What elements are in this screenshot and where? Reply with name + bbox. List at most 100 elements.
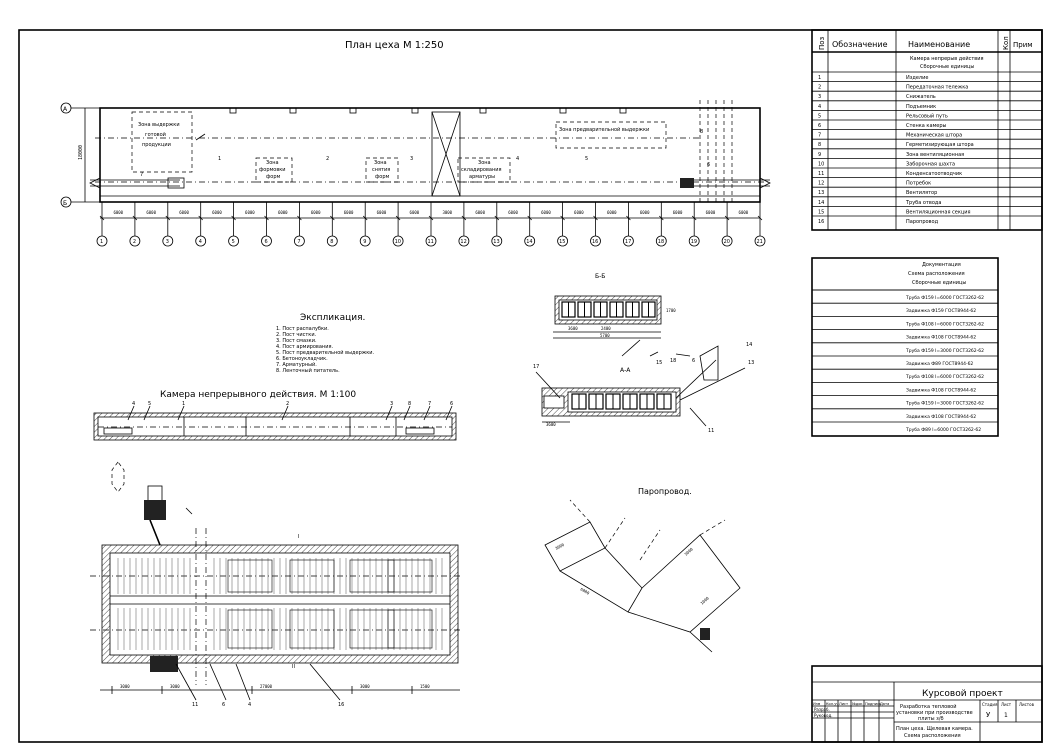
spec-name: Изделие <box>906 75 928 81</box>
section-aa-label: А-А <box>620 367 631 374</box>
axis-label-8: 8 <box>330 239 333 245</box>
axis-marker-13 <box>491 235 503 247</box>
spec-name: Механическая штора <box>906 133 962 139</box>
camera-leader-6: 6 <box>222 702 225 708</box>
camera-label-4: 4 <box>132 401 135 407</box>
camera-label-6: 6 <box>450 401 453 407</box>
spec-header-pos: Поз <box>818 36 826 50</box>
spec-header-oboz: Обозначение <box>832 40 888 49</box>
tb-col-header: Лист <box>839 702 848 706</box>
desc-line2: установки при производстве <box>896 710 973 716</box>
spec-name: Труба отвода <box>905 200 941 206</box>
camera-label-7: 7 <box>428 401 431 407</box>
zone-rebar-storage <box>457 157 511 183</box>
spec-pos: 11 <box>818 171 824 177</box>
spec-name: Подъемник <box>906 104 936 110</box>
role-lead: Руковод. <box>814 713 832 718</box>
axis-marker-4 <box>195 235 207 247</box>
plan-leader-2: 2 <box>326 156 329 162</box>
camera-title: Камера непрерывного действия. М 1:100 <box>160 390 356 400</box>
docs-title: Документация <box>922 262 961 268</box>
axis-label-19: 19 <box>691 239 697 245</box>
list-value: 1 <box>1004 712 1008 719</box>
role-dev: Разраб. <box>814 707 830 712</box>
spec-pos: 10 <box>818 161 824 167</box>
stage-header: Стадия <box>982 702 998 707</box>
bb-dim-4: 1700 <box>666 308 676 313</box>
zone2-line1: Зона <box>266 160 279 166</box>
list-header: Лист <box>1001 702 1012 707</box>
axis-marker-9 <box>359 235 371 247</box>
tb-col-header: №док <box>852 702 863 706</box>
camera-dim: 3000 <box>170 684 180 689</box>
docs-subtitle: Схема расположения <box>908 271 965 277</box>
bay-dim: 3000 <box>442 210 452 215</box>
sheet-title-line1: План цеха. Щелевая камера. <box>896 726 973 732</box>
cross-sections: Б-Б 3600 2400 5700 1700 А-А 15 18 6 14 1… <box>533 273 754 434</box>
title-block: Курсовой проект Разработка тепловой уста… <box>811 665 1043 743</box>
camera-dim: 3000 <box>120 684 130 689</box>
zone3-line1: Зона <box>374 160 387 166</box>
spec-name: Зона вентиляционная <box>906 152 964 158</box>
axis-marker-16 <box>590 235 601 247</box>
bay-dim: 6000 <box>278 210 288 215</box>
spec-pos: 13 <box>818 190 824 196</box>
doc-row: Задвижка Ф89 ГОСТ8944-62 <box>906 361 973 367</box>
spec-name: Вентилятор <box>906 190 937 196</box>
explication-item: 6. Бетоноукладчик. <box>276 356 328 362</box>
zone1-line1: Зона выдержки <box>138 122 180 128</box>
doc-row: Задвижка Ф159 ГОСТ8944-62 <box>906 308 976 314</box>
condensate-unit <box>150 656 178 672</box>
plan-leader-6: 6 <box>707 162 710 168</box>
row-label-b: Б <box>63 200 67 207</box>
sec-label-11: 11 <box>708 428 714 434</box>
sec-label-14: 14 <box>746 342 752 348</box>
spec-name: Рельсовый путь <box>906 112 948 119</box>
bay-dim: 6000 <box>706 210 716 215</box>
desc-line1: Разработка тепловой <box>900 703 956 710</box>
bay-dim: 6000 <box>640 210 650 215</box>
spec-name: Заборочная шахта <box>906 161 955 167</box>
bay-dim: 6000 <box>739 210 749 215</box>
axis-marker-10 <box>392 235 404 247</box>
doc-row: Задвижка Ф108 ГОСТ8944-62 <box>906 414 976 420</box>
fan-duct <box>699 345 719 381</box>
axis-label-16: 16 <box>592 239 598 245</box>
zone1-line2: готовой <box>145 131 166 138</box>
spec-pos: 9 <box>818 152 821 158</box>
fan-unit <box>147 485 163 503</box>
zone3-line3: форм <box>375 174 390 180</box>
spec-name: Вентиляционная секция <box>906 209 971 215</box>
plan-outline <box>99 107 761 203</box>
spec-pos: 4 <box>818 104 821 110</box>
zone5-label: Зона предварительной выдержки <box>559 126 649 133</box>
spec-name: Конденсатоотводчик <box>906 171 962 177</box>
plan-axes: 1600026000360004600056000660007600086000… <box>96 202 766 247</box>
spec-pos: 5 <box>818 113 821 119</box>
plan-leader-8: 8 <box>700 129 703 135</box>
steam-title: Паропровод. <box>638 487 692 496</box>
zone-preliminary <box>555 121 667 149</box>
bay-dim: 6000 <box>212 210 222 215</box>
plan-leader-5: 5 <box>585 156 588 162</box>
axis-marker-6 <box>261 235 272 247</box>
spec-header-prim: Прим <box>1013 41 1033 49</box>
spec-sub2: Сборочные единицы <box>920 64 974 70</box>
camera-dim: 3000 <box>360 684 370 689</box>
trolley-right <box>680 178 694 188</box>
axis-label-4: 4 <box>199 239 202 245</box>
axis-label-7: 7 <box>297 239 300 245</box>
lists-header: Листов <box>1019 702 1035 707</box>
camera-label-1: 1 <box>182 401 185 407</box>
zone-finished-product <box>131 111 193 173</box>
doc-row: Труба Ф108 l=6000 ГОСТ3262-62 <box>905 374 984 380</box>
axis-label-3: 3 <box>166 239 169 245</box>
steam-dim-3: 1000 <box>699 595 710 606</box>
pipe-segment-2 <box>559 547 643 613</box>
camera-product-racks <box>117 558 443 650</box>
spec-name: Снижатель <box>906 94 936 100</box>
explication-item: 3. Пост смазки. <box>276 338 317 344</box>
doc-row: Труба Ф159 l=6000 ГОСТ3262-62 <box>905 295 984 301</box>
axis-label-1: 1 <box>100 239 103 245</box>
